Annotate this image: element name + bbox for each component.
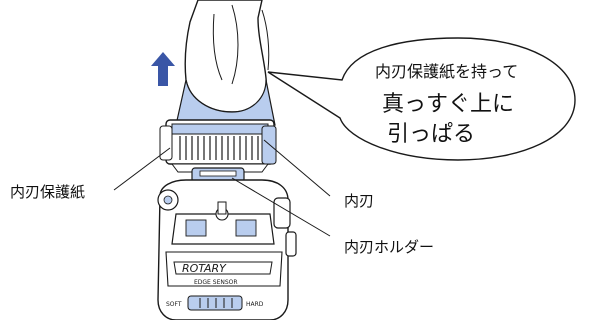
shaver-body	[157, 179, 297, 320]
callout-line-3: 引っぱる	[387, 122, 476, 147]
label-inner-blade: 内刃	[344, 192, 375, 210]
up-arrow-icon	[151, 52, 175, 86]
label-inner-blade-holder: 内刃ホルダー	[344, 238, 435, 256]
blade-guard-paper	[175, 79, 276, 126]
leader-holder	[231, 177, 331, 237]
callout-line-1: 内刃保護紙を持って	[375, 62, 519, 81]
soft-text: SOFT	[166, 301, 182, 308]
callout-bubble	[267, 37, 576, 161]
sensor-text: EDGE SENSOR	[194, 279, 238, 286]
hand	[184, 0, 270, 113]
callout-line-2: 真っすぐ上に	[382, 92, 515, 117]
inner-blade-assembly	[159, 119, 277, 173]
brand-text: ROTARY	[182, 262, 227, 275]
leader-guard	[113, 147, 171, 191]
leader-lines	[113, 139, 331, 237]
label-blade-guard-paper: 内刃保護紙	[10, 183, 86, 201]
inner-blade-holder	[191, 167, 245, 183]
leader-inner-blade	[263, 139, 331, 197]
hard-text: HARD	[246, 301, 264, 308]
